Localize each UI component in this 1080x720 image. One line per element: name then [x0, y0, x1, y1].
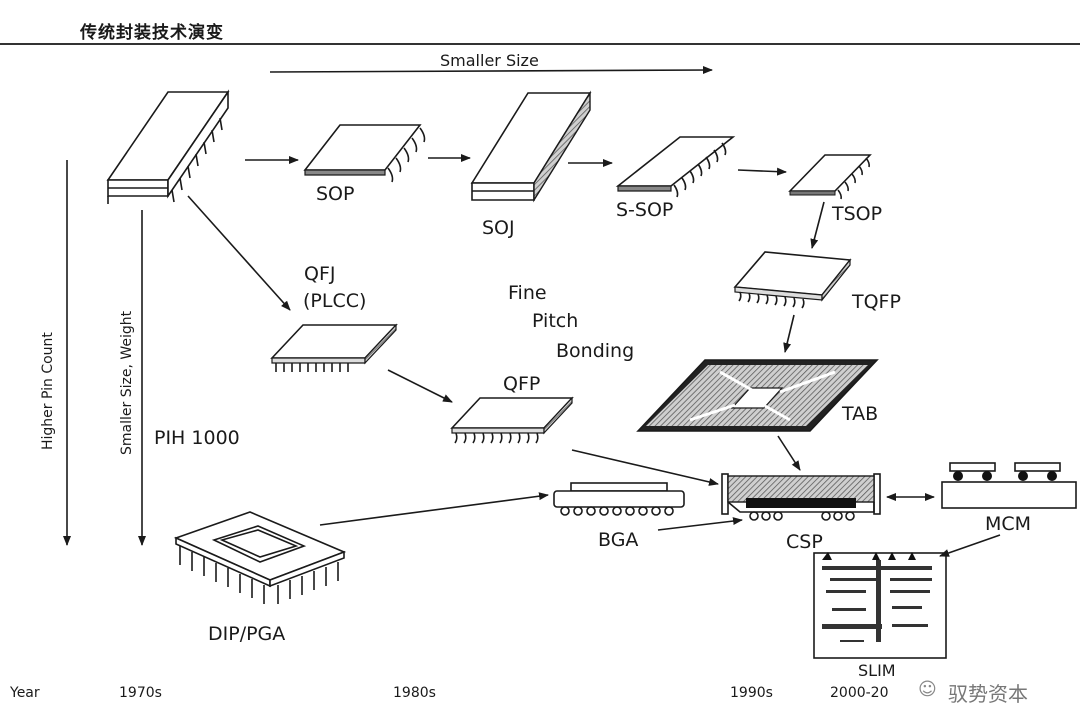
arrow-qfp-to-csp — [571, 449, 719, 486]
arrow-tqfp-to-tab — [783, 314, 795, 353]
slim-board-illustration: SLIM — [813, 552, 947, 680]
era-1970s: 1970s — [119, 685, 162, 701]
page-title: 传统封装技术演变 — [80, 23, 224, 43]
tsop-chip-illustration: TSOP — [788, 154, 882, 225]
arrow-tsop-to-tqfp — [810, 201, 825, 249]
era-1990s: 1990s — [730, 685, 773, 701]
year-label: Year — [9, 685, 40, 701]
csp-chip-illustration: CSP — [721, 473, 881, 553]
bga-chip-illustration: BGA — [553, 482, 685, 551]
smaller-size-weight-axis: Smaller Size, Weight — [119, 210, 146, 546]
smaller-size-label: Smaller Size — [440, 51, 539, 70]
smaller-size-weight-label: Smaller Size, Weight — [119, 310, 135, 455]
arrow-dip-to-qfj — [187, 195, 291, 311]
arrow-bga-to-csp — [657, 517, 743, 531]
bga-label: BGA — [598, 529, 638, 551]
qfj-label: QFJ — [304, 263, 336, 285]
timeline: Year 1970s 1980s 1990s 2000-20 — [9, 685, 889, 701]
pitch-label: Pitch — [532, 310, 578, 332]
watermark-text: 驭势资本 — [948, 682, 1028, 706]
tab-illustration: TAB — [636, 359, 879, 432]
fine-pitch-bonding-caption: Fine Pitch Bonding — [508, 282, 634, 362]
arrow-ssop-to-tsop — [737, 167, 787, 176]
mcm-label: MCM — [985, 513, 1031, 535]
horizontal-axis-arrow — [269, 66, 713, 75]
era-2000s: 2000-20 — [830, 685, 889, 701]
sop-label: SOP — [316, 183, 354, 205]
qfj-plcc-chip-illustration: QFJ (PLCC) — [270, 263, 398, 372]
fine-label: Fine — [508, 282, 547, 304]
arrow-qfj-to-qfp — [387, 369, 453, 403]
arrow-dippga-to-bga — [319, 492, 549, 526]
wechat-icon: ☺ — [918, 679, 937, 700]
soj-label: SOJ — [482, 217, 515, 239]
soj-chip-illustration: SOJ — [470, 90, 592, 239]
higher-pin-count-label: Higher Pin Count — [40, 332, 56, 450]
bonding-label: Bonding — [556, 340, 634, 362]
sop-chip-illustration: SOP — [303, 124, 426, 205]
smaller-size-axis: Smaller Size — [269, 51, 713, 75]
qfp-label: QFP — [503, 373, 540, 395]
arrow-tab-to-csp — [777, 435, 801, 471]
dip-pga-label: DIP/PGA — [208, 623, 285, 645]
arrow-mcm-to-slim — [939, 534, 1001, 557]
dip-pga-chip-illustration: DIP/PGA — [173, 511, 347, 645]
ssop-chip-illustration: S-SOP — [615, 136, 736, 221]
slim-label: SLIM — [858, 661, 896, 680]
dip-chip-illustration — [106, 89, 230, 204]
higher-pin-count-axis: Higher Pin Count — [40, 160, 71, 546]
tab-label: TAB — [841, 403, 878, 425]
pih-1000-label: PIH 1000 — [154, 427, 240, 449]
tqfp-label: TQFP — [851, 291, 901, 313]
tsop-label: TSOP — [831, 203, 882, 225]
tqfp-chip-illustration: TQFP — [733, 251, 901, 313]
connector-arrows — [187, 154, 1001, 557]
ssop-label: S-SOP — [616, 199, 673, 221]
title-divider — [0, 43, 1080, 45]
csp-label: CSP — [786, 531, 823, 553]
qfp-chip-illustration: QFP — [450, 373, 574, 444]
era-1980s: 1980s — [393, 685, 436, 701]
plcc-label: (PLCC) — [303, 290, 366, 312]
mcm-module-illustration: MCM — [941, 462, 1077, 535]
